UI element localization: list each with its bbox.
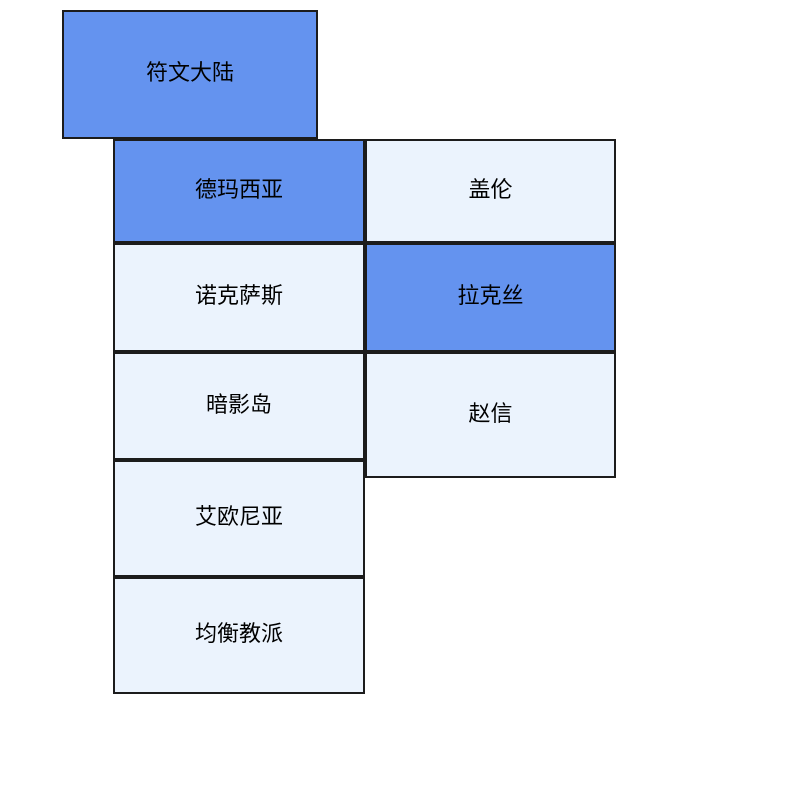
node-cell-lux[interactable]: 拉克丝: [365, 243, 616, 352]
node-cell-demacia[interactable]: 德玛西亚: [113, 139, 365, 243]
node-cell-balance-sect[interactable]: 均衡教派: [113, 577, 365, 694]
node-label-noxus: 诺克萨斯: [194, 284, 283, 310]
node-label-garen: 盖伦: [468, 177, 513, 203]
node-cell-noxus[interactable]: 诺克萨斯: [113, 243, 365, 352]
node-label-root: 符文大陆: [145, 61, 234, 87]
node-label-xinzhao: 赵信: [468, 401, 513, 427]
node-cell-root[interactable]: 符文大陆: [62, 10, 318, 139]
node-cell-ionia[interactable]: 艾欧尼亚: [113, 460, 365, 577]
node-cell-shadow-isles[interactable]: 暗影岛: [113, 352, 365, 460]
node-cell-xinzhao[interactable]: 赵信: [365, 352, 616, 478]
node-label-shadow-isles: 暗影岛: [205, 392, 272, 418]
node-cell-garen[interactable]: 盖伦: [365, 139, 616, 243]
node-label-lux: 拉克丝: [457, 284, 524, 310]
node-label-balance-sect: 均衡教派: [194, 622, 283, 648]
node-label-demacia: 德玛西亚: [194, 177, 283, 203]
node-label-ionia: 艾欧尼亚: [194, 505, 283, 531]
